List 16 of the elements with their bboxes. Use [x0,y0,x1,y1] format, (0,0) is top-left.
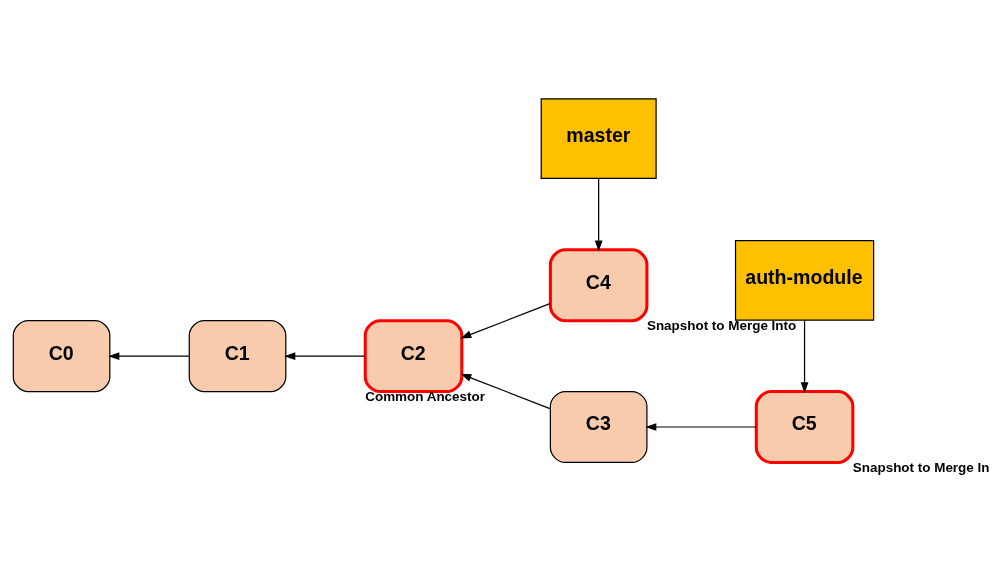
node-box: C1 [188,320,287,393]
node-box: master [540,98,657,179]
node-box: C4 [548,248,649,323]
arrow [284,352,366,360]
node-box: C5 [754,390,855,464]
node-box: C0 [12,320,111,393]
arrow [460,303,551,339]
arrow [594,177,603,252]
node-label: Snapshot to Merge In [852,459,990,475]
arrow [645,423,757,431]
arrow [800,319,809,394]
node-box: auth-module [734,240,875,321]
arrow [108,352,190,360]
node-label: Snapshot to Merge Into [646,318,797,334]
node-box: C3 [549,390,648,464]
arrow [460,373,551,410]
